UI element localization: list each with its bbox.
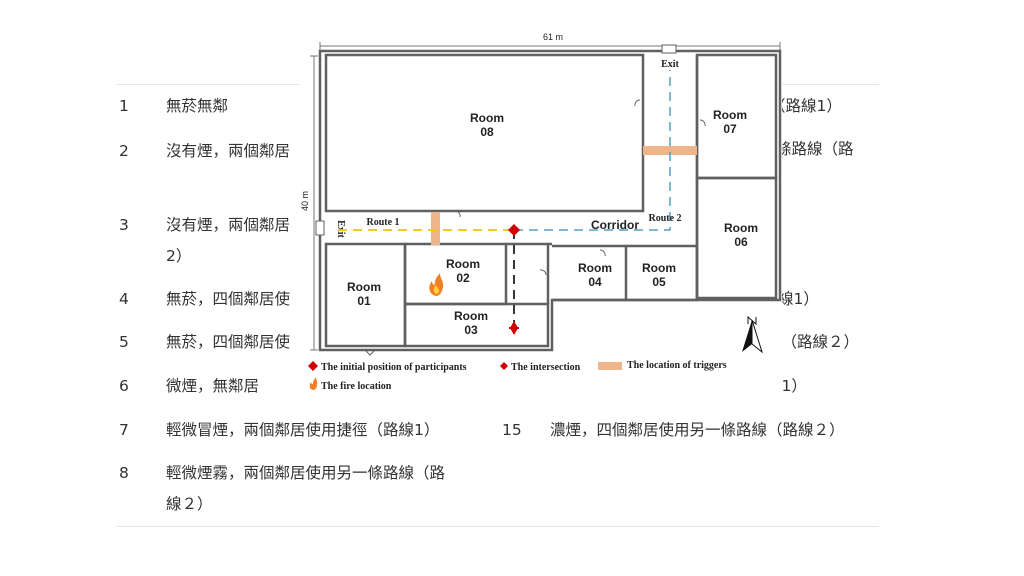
row-number: 6: [119, 377, 129, 395]
legend-fire-icon: [309, 377, 318, 390]
room-03-label: Room: [454, 309, 488, 323]
room-08-number: 08: [480, 125, 494, 139]
row-text-cont: 2）: [166, 247, 192, 265]
legend-trigger-label: The location of triggers: [627, 360, 727, 371]
intersection-marker: [508, 224, 520, 236]
route-2-label: Route 2: [648, 213, 681, 224]
room-02-number: 02: [456, 271, 470, 285]
legend-trigger-swatch: [598, 362, 622, 370]
row-number: 3: [119, 216, 129, 234]
room-05-label: Room: [642, 261, 676, 275]
row-number: 15: [502, 421, 522, 439]
row-text: 無菸無鄰: [166, 97, 229, 115]
exit-top-symbol: [661, 44, 677, 54]
room-04-wall: [552, 244, 628, 302]
row-number: 7: [119, 421, 129, 439]
room-01-label: Room: [347, 280, 381, 294]
row-number: 2: [119, 142, 129, 160]
room-03-number: 03: [464, 323, 478, 337]
room-06-number: 06: [734, 235, 748, 249]
room-05-number: 05: [652, 275, 666, 289]
room-08-label: Room: [470, 111, 504, 125]
row-text: 輕微冒煙，兩個鄰居使用捷徑（路線1）: [166, 421, 440, 439]
legend-fire-label: The fire location: [321, 381, 392, 392]
exit-left-symbol: [315, 220, 325, 236]
row-text: 濃煙，四個鄰居使用另一條路線（路線２）: [550, 421, 845, 439]
row-text-cont: 線２）: [166, 495, 213, 513]
room-07-label: Room: [713, 108, 747, 122]
room-08-wall: [324, 53, 645, 213]
walls: [318, 49, 782, 352]
trigger-route-1: [431, 212, 440, 245]
row-number: 8: [119, 464, 129, 482]
room-02-label: Room: [446, 257, 480, 271]
room-05-wall: [626, 244, 699, 302]
trigger-route-2: [643, 146, 697, 155]
exit-top-label: Exit: [661, 59, 679, 70]
table-bottom-rule: [116, 526, 879, 527]
room-04-label: Room: [578, 261, 612, 275]
height-dimension: [310, 55, 318, 351]
route-2-path: [514, 70, 671, 231]
north-arrow-icon: [742, 315, 763, 354]
row-text: 沒有煙，兩個鄰居: [166, 142, 291, 160]
row-number: 5: [119, 333, 129, 351]
legend-intersection-marker: [500, 362, 508, 370]
room-03-wall: [403, 302, 550, 348]
row-text: 無菸，四個鄰居使: [166, 333, 291, 351]
legend-participants-label: The initial position of participants: [321, 362, 467, 373]
route-1-label: Route 1: [366, 217, 399, 228]
corridor-label: Corridor: [591, 218, 639, 232]
row-text-right: 線1）: [778, 290, 819, 308]
row-number: 4: [119, 290, 129, 308]
fire-icon: [429, 273, 444, 296]
width-label: 61 m: [543, 32, 563, 42]
participant-start-marker-bar: [509, 327, 519, 329]
width-dimension: [319, 42, 781, 50]
row-text: 輕微煙霧，兩個鄰居使用另一條路線（路: [166, 464, 446, 482]
row-text-right: 線（路線２）: [766, 333, 860, 351]
row-text: 微煙，無鄰居: [166, 377, 260, 395]
floor-plan-background: [300, 36, 782, 396]
room-07-number: 07: [723, 122, 737, 136]
legend-intersection-label: The intersection: [511, 362, 581, 373]
room-01-number: 01: [357, 294, 371, 308]
row-text-right: 條路線（路: [776, 140, 854, 158]
room-04-number: 04: [588, 275, 602, 289]
row-text: 無菸，四個鄰居使: [166, 290, 291, 308]
legend-participants-marker: [308, 361, 318, 371]
row-text: 沒有煙，兩個鄰居: [166, 216, 291, 234]
height-label: 40 m: [300, 191, 310, 211]
row-number: 1: [119, 97, 129, 115]
room-06-label: Room: [724, 221, 758, 235]
row-text-right: （路線1）: [770, 97, 842, 115]
